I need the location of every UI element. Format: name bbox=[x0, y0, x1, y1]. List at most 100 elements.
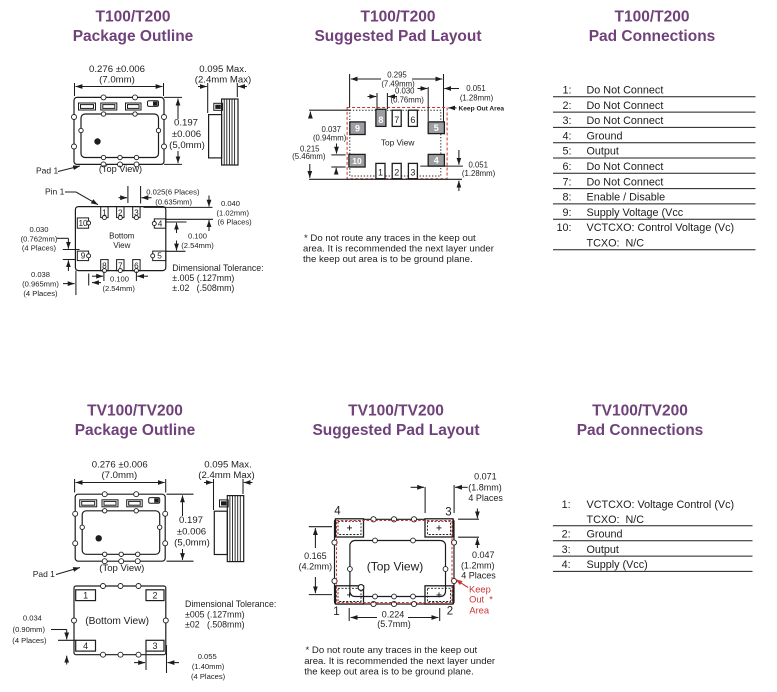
svg-text:(4 Places): (4 Places) bbox=[22, 244, 57, 253]
svg-text:0.224: 0.224 bbox=[382, 609, 405, 619]
svg-text:(1.2mm): (1.2mm) bbox=[461, 560, 495, 570]
svg-text:VCTCXO: Control Voltage (Vc): VCTCXO: Control Voltage (Vc) bbox=[587, 222, 735, 234]
svg-text:1: 1 bbox=[83, 591, 88, 601]
svg-text:1: 1 bbox=[102, 208, 107, 217]
svg-text:9:: 9: bbox=[562, 207, 571, 219]
svg-text:6: 6 bbox=[134, 261, 139, 270]
svg-text:8: 8 bbox=[102, 261, 107, 270]
svg-text:(1.28mm): (1.28mm) bbox=[462, 169, 496, 178]
svg-text:(2.54mm): (2.54mm) bbox=[102, 284, 135, 293]
svg-text:0.040: 0.040 bbox=[221, 199, 240, 208]
svg-text:±.005 (.127mm): ±.005 (.127mm) bbox=[172, 273, 234, 283]
svg-text:Pad Connections: Pad Connections bbox=[589, 28, 716, 45]
svg-text:10:: 10: bbox=[556, 222, 571, 234]
svg-text:T100/T200: T100/T200 bbox=[361, 9, 436, 26]
svg-text:(4.2mm): (4.2mm) bbox=[299, 561, 333, 571]
svg-text:1:: 1: bbox=[562, 85, 571, 97]
svg-text:2: 2 bbox=[447, 606, 453, 618]
svg-text:10: 10 bbox=[352, 156, 362, 166]
svg-text:5: 5 bbox=[157, 252, 162, 261]
svg-text:±005 (.127mm): ±005 (.127mm) bbox=[185, 610, 245, 620]
svg-text:3:: 3: bbox=[562, 544, 571, 556]
svg-text:(5.46mm): (5.46mm) bbox=[292, 152, 326, 161]
svg-text:(0.965mm): (0.965mm) bbox=[22, 280, 59, 289]
svg-text:(2.54mm): (2.54mm) bbox=[181, 241, 214, 250]
svg-text:1:: 1: bbox=[562, 499, 571, 511]
svg-text:9: 9 bbox=[81, 252, 86, 261]
svg-text:Pad 1: Pad 1 bbox=[36, 166, 58, 176]
svg-text:0.051: 0.051 bbox=[466, 84, 486, 93]
svg-text:(0.635mm): (0.635mm) bbox=[155, 197, 192, 206]
svg-text:8:: 8: bbox=[562, 192, 571, 204]
svg-text:4:: 4: bbox=[562, 559, 571, 571]
svg-text:0.197: 0.197 bbox=[174, 118, 198, 129]
svg-text:Do Not Connect: Do Not Connect bbox=[587, 176, 664, 188]
svg-text:0.037: 0.037 bbox=[321, 125, 341, 134]
svg-text:0.197: 0.197 bbox=[179, 515, 203, 526]
svg-text:Supply Voltage (Vcc: Supply Voltage (Vcc bbox=[587, 207, 684, 219]
svg-text:(1.02mm): (1.02mm) bbox=[217, 208, 250, 217]
svg-text:0.038: 0.038 bbox=[31, 270, 50, 279]
svg-text:±.02 (.508mm): ±.02 (.508mm) bbox=[172, 283, 234, 293]
svg-text:0.295: 0.295 bbox=[387, 70, 407, 79]
svg-text:2:: 2: bbox=[562, 100, 571, 112]
svg-text:Output: Output bbox=[587, 544, 619, 556]
svg-text:Do Not Connect: Do Not Connect bbox=[587, 100, 664, 112]
svg-text:0.034: 0.034 bbox=[23, 614, 42, 623]
svg-text:View: View bbox=[113, 241, 130, 250]
svg-text:1: 1 bbox=[333, 606, 339, 618]
svg-text:Keep: Keep bbox=[469, 585, 491, 595]
svg-text:(2.4mm Max): (2.4mm Max) bbox=[198, 470, 255, 481]
svg-text:2:: 2: bbox=[562, 529, 571, 541]
svg-text:(7.0mm): (7.0mm) bbox=[101, 470, 137, 481]
svg-text:Enable / Disable: Enable / Disable bbox=[587, 192, 666, 204]
svg-text:4: 4 bbox=[434, 156, 439, 166]
svg-text:Suggested Pad Layout: Suggested Pad Layout bbox=[314, 28, 481, 45]
svg-text:3: 3 bbox=[445, 507, 451, 519]
svg-text:4: 4 bbox=[83, 641, 88, 651]
svg-text:(0.762mm): (0.762mm) bbox=[21, 234, 58, 243]
svg-text:4: 4 bbox=[334, 506, 341, 518]
svg-text:2: 2 bbox=[394, 168, 399, 178]
svg-text:0.055: 0.055 bbox=[198, 652, 217, 661]
svg-text:(1.28mm): (1.28mm) bbox=[460, 93, 494, 102]
svg-text:VCTCXO: Voltage Control (Vc): VCTCXO: Voltage Control (Vc) bbox=[587, 499, 735, 511]
svg-text:T100/T200: T100/T200 bbox=[96, 9, 171, 26]
svg-text:TCXO: N/C: TCXO: N/C bbox=[587, 238, 645, 250]
svg-text:(2.4mm Max): (2.4mm Max) bbox=[195, 75, 252, 86]
svg-text:(0.90mm): (0.90mm) bbox=[13, 625, 46, 634]
svg-text:0.030: 0.030 bbox=[29, 225, 48, 234]
svg-text:TV100/TV200: TV100/TV200 bbox=[348, 403, 444, 420]
svg-text:3: 3 bbox=[410, 168, 415, 178]
svg-text:4 Places: 4 Places bbox=[468, 493, 503, 503]
svg-text:TV100/TV200: TV100/TV200 bbox=[592, 403, 688, 420]
svg-text:0.025(6 Places): 0.025(6 Places) bbox=[146, 188, 200, 197]
svg-text:0.095 Max.: 0.095 Max. bbox=[204, 459, 251, 470]
svg-text:T100/T200: T100/T200 bbox=[615, 9, 690, 26]
svg-text:TV100/TV200: TV100/TV200 bbox=[87, 403, 183, 420]
svg-text:Ground: Ground bbox=[587, 130, 623, 142]
svg-text:(7.0mm): (7.0mm) bbox=[99, 75, 135, 86]
svg-text:2: 2 bbox=[152, 591, 157, 601]
svg-text:2: 2 bbox=[118, 208, 123, 217]
svg-text:3: 3 bbox=[152, 641, 157, 651]
svg-text:0.215: 0.215 bbox=[300, 145, 320, 154]
svg-text:0.030: 0.030 bbox=[395, 86, 415, 95]
svg-text:(Top View): (Top View) bbox=[99, 563, 144, 574]
svg-text:(0.94mm): (0.94mm) bbox=[313, 134, 347, 143]
svg-text:(6 Places): (6 Places) bbox=[218, 218, 253, 227]
svg-text:area. It is recommended the ne: area. It is recommended the next layer u… bbox=[303, 244, 495, 255]
svg-text:0.276 ±0.006: 0.276 ±0.006 bbox=[89, 64, 145, 75]
svg-text:Pad Connections: Pad Connections bbox=[577, 422, 704, 439]
svg-text:0.165: 0.165 bbox=[304, 551, 327, 561]
svg-text:(1.8mm): (1.8mm) bbox=[468, 483, 502, 493]
svg-text:0.051: 0.051 bbox=[468, 161, 488, 170]
svg-text:(0.76mm): (0.76mm) bbox=[391, 95, 425, 104]
svg-text:(5,0mm): (5,0mm) bbox=[169, 140, 205, 151]
svg-text:Top View: Top View bbox=[381, 138, 416, 148]
svg-text:Bottom: Bottom bbox=[109, 232, 135, 241]
svg-text:(4 Places): (4 Places) bbox=[12, 636, 47, 645]
svg-text:7: 7 bbox=[118, 261, 123, 270]
svg-text:* Do not route any traces in t: * Do not route any traces in the keep ou… bbox=[304, 233, 476, 244]
svg-text:4 Places: 4 Places bbox=[461, 570, 496, 580]
